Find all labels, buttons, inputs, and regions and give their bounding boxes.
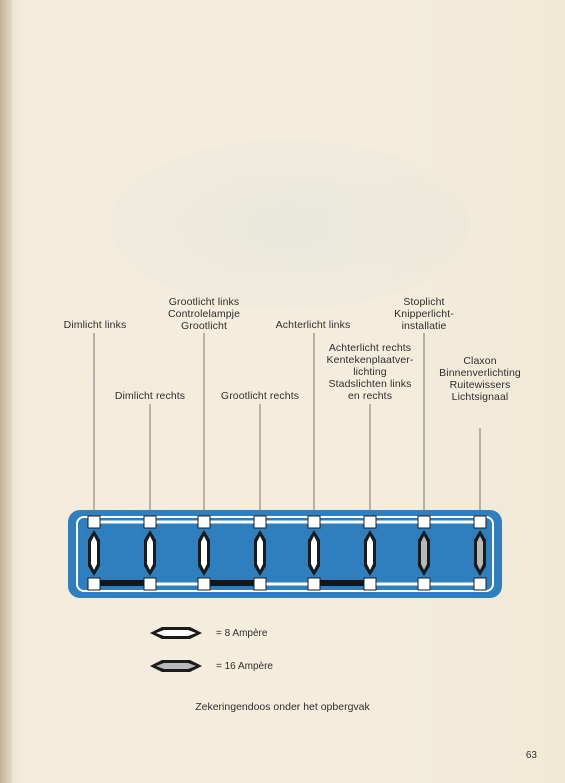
fuse-5-element xyxy=(311,536,317,570)
fuse-3-element xyxy=(201,536,207,570)
label-fuse-3: Grootlicht links Controlelampje Grootlic… xyxy=(154,296,254,332)
label-fuse-7: Stoplicht Knipperlicht- installatie xyxy=(378,296,470,332)
fuse-1 xyxy=(87,515,101,591)
label-fuse-5: Achterlicht links xyxy=(263,319,363,331)
label-fuse-8-line-2: Binnenverlichting xyxy=(439,367,521,379)
label-fuse-6-line-4: Stadslichten links xyxy=(328,378,412,390)
label-fuse-5-line-1: Achterlicht links xyxy=(275,319,351,331)
fuse-4 xyxy=(253,515,267,591)
label-fuse-6: Achterlicht rechts Kentekenplaatver- lic… xyxy=(315,342,425,402)
label-fuse-8-line-3: Ruitewissers xyxy=(449,379,511,391)
fuse-4-top-terminal xyxy=(253,515,267,529)
label-fuse-8-line-1: Claxon xyxy=(463,355,497,367)
legend-fuse-8a-icon xyxy=(150,627,202,639)
label-fuse-6-line-1: Achterlicht rechts xyxy=(328,342,412,354)
fuse-8-element xyxy=(477,536,483,570)
fuse-7 xyxy=(417,515,431,591)
fuses xyxy=(87,515,487,591)
fuse-7-bottom-terminal xyxy=(417,577,431,591)
label-fuse-4-line-1: Grootlicht rechts xyxy=(220,390,300,402)
label-fuse-4: Grootlicht rechts xyxy=(210,390,310,402)
label-fuse-8-line-4: Lichtsignaal xyxy=(451,391,509,403)
show-through-image xyxy=(110,140,470,310)
fuse-box-housing xyxy=(68,510,502,598)
label-fuse-3-line-3: Grootlicht xyxy=(181,320,227,332)
fuse-3-top-terminal xyxy=(197,515,211,529)
label-fuse-6-line-3: lichting xyxy=(353,366,387,378)
fuse-1-element xyxy=(91,536,97,570)
label-fuse-1: Dimlicht links xyxy=(55,319,135,331)
label-fuse-6-line-5: en rechts xyxy=(347,390,393,402)
fuse-6-element xyxy=(367,536,373,570)
fuse-2-top-terminal xyxy=(143,515,157,529)
label-fuse-7-line-3: installatie xyxy=(401,320,447,332)
fuse-8-bottom-terminal xyxy=(473,577,487,591)
label-fuse-7-line-1: Stoplicht xyxy=(403,296,445,308)
fuse-2 xyxy=(143,515,157,591)
fuse-5-top-terminal xyxy=(307,515,321,529)
label-fuse-1-line-1: Dimlicht links xyxy=(63,319,127,331)
fuse-1-bottom-terminal xyxy=(87,577,101,591)
label-fuse-7-line-2: Knipperlicht- xyxy=(394,308,454,320)
bridge-2 xyxy=(204,580,260,586)
fuse-7-element xyxy=(421,536,427,570)
bridge-1 xyxy=(94,580,150,586)
fuse-7-top-terminal xyxy=(417,515,431,529)
label-fuse-3-line-1: Grootlicht links xyxy=(168,296,240,308)
fuse-1-top-terminal xyxy=(87,515,101,529)
legend-8-ampere: = 8 Ampère xyxy=(216,628,268,639)
label-fuse-2: Dimlicht rechts xyxy=(105,390,195,402)
fuse-box-outer xyxy=(68,510,502,598)
fuse-2-bottom-terminal xyxy=(143,577,157,591)
fuse-4-bottom-terminal xyxy=(253,577,267,591)
fuse-8 xyxy=(473,515,487,591)
legend-symbols xyxy=(150,627,202,672)
fuse-2-element xyxy=(147,536,153,570)
fuse-5-bottom-terminal xyxy=(307,577,321,591)
fuse-5 xyxy=(307,515,321,591)
label-fuse-2-line-1: Dimlicht rechts xyxy=(114,390,186,402)
book-spine-shadow xyxy=(0,0,12,783)
label-fuse-6-line-2: Kentekenplaatver- xyxy=(326,354,414,366)
fuse-6 xyxy=(363,515,377,591)
figure-caption: Zekeringendoos onder het opbergvak xyxy=(195,701,370,713)
fuse-8-top-terminal xyxy=(473,515,487,529)
legend-fuse-16a-icon xyxy=(150,660,202,672)
leader-lines xyxy=(93,333,481,516)
legend-16-ampere: = 16 Ampère xyxy=(216,661,273,672)
fuse-3 xyxy=(197,515,211,591)
bridge-3 xyxy=(314,580,370,586)
fuse-4-element xyxy=(257,536,263,570)
fuse-3-bottom-terminal xyxy=(197,577,211,591)
fuse-6-top-terminal xyxy=(363,515,377,529)
fuse-6-bottom-terminal xyxy=(363,577,377,591)
label-fuse-8: Claxon Binnenverlichting Ruitewissers Li… xyxy=(430,355,530,403)
fuse-box-inner-outline xyxy=(76,516,494,592)
page-number: 63 xyxy=(525,750,537,761)
label-fuse-3-line-2: Controlelampje xyxy=(167,308,241,320)
